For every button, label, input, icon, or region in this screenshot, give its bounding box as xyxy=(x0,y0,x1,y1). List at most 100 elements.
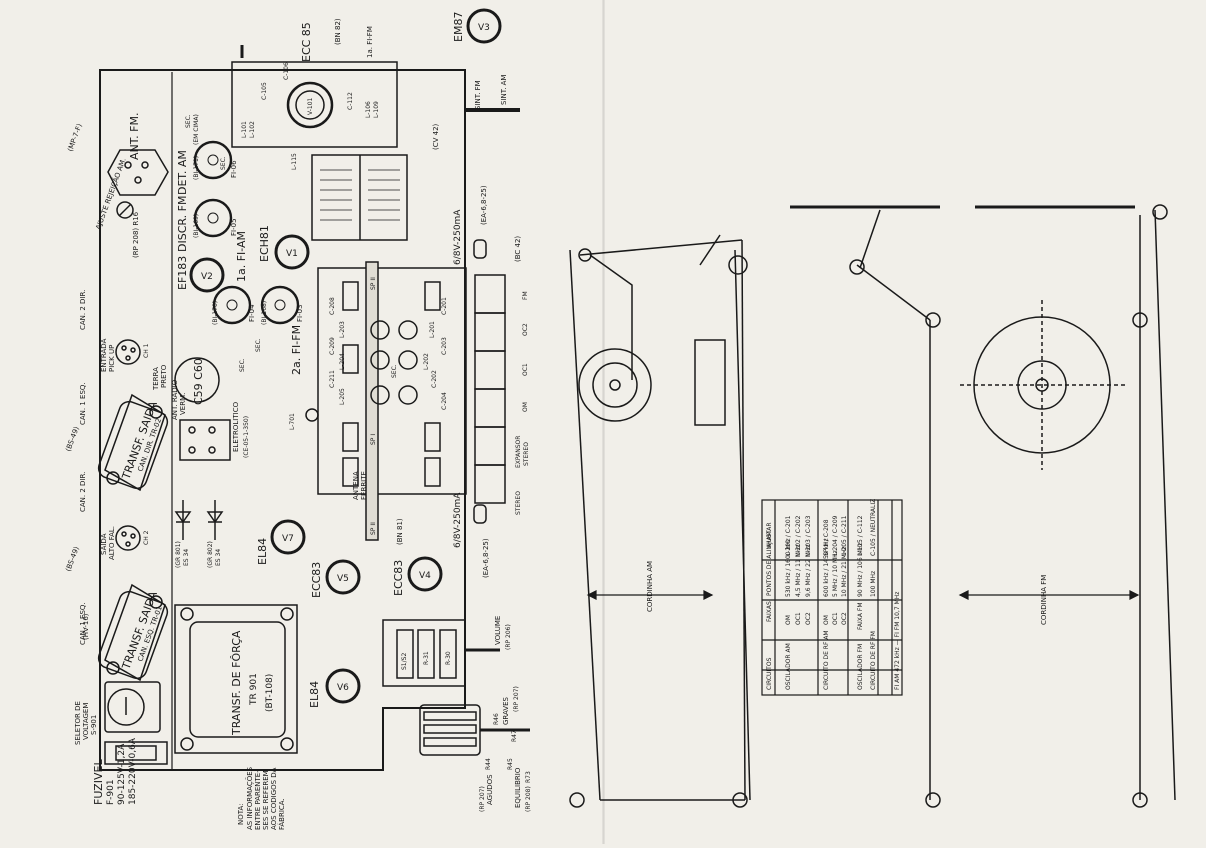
v5-label: V5 xyxy=(337,574,349,584)
table-row-6-circuit: OSCILADOR FM xyxy=(857,644,864,690)
note-line-3: ENTRE PARENTE- xyxy=(254,770,262,830)
output-transformer-right xyxy=(97,393,169,492)
stereo-label: STEREO xyxy=(515,491,522,515)
sec-label-1: SEC. xyxy=(185,114,192,128)
discr-fm-label: DISCR. FM xyxy=(176,196,189,252)
sec-label-3: SEC. xyxy=(239,358,246,372)
volume-label: VOLUME xyxy=(494,616,502,645)
saida-label-1: SAIDA xyxy=(100,533,108,555)
r73-label: R73 xyxy=(525,771,532,783)
table-row-2-adjust: L-203 / C-203 xyxy=(805,515,812,556)
voltage-selector[interactable] xyxy=(104,681,161,733)
fuse-code: F-901 xyxy=(106,779,116,805)
bs-code-left: (BS-49) xyxy=(64,545,81,572)
r16-label: (RP 208) R16 xyxy=(132,211,140,258)
table-row-6-band: FAIXA FM xyxy=(857,602,864,630)
coil-l701 xyxy=(305,408,319,422)
table-row-6-adjust: L-115 / C-112 xyxy=(857,515,864,556)
gr802-es-label: ES 34 xyxy=(215,549,222,566)
expansor-stereo-label: STEREO xyxy=(523,442,530,466)
electrolytic-label-2: (CE-05-1-350) xyxy=(243,416,250,458)
bs-code-right: (BS-49) xyxy=(64,425,81,452)
bc42-label: (BC 42) xyxy=(514,236,522,262)
sec-label-4: SEC. xyxy=(255,338,262,352)
table-row-6-points: 90 MHz / 106 MHz xyxy=(857,543,864,597)
hv-code: (HV-16) xyxy=(82,613,90,640)
gr801-label: (GR 801) xyxy=(175,541,182,568)
pickup-input-socket xyxy=(115,339,141,365)
table-row-3-band: OM xyxy=(823,615,830,625)
can2-dir-label: CAN. 2 DIR. xyxy=(79,472,87,512)
l203-label: L-203 xyxy=(339,321,346,338)
c204-label: C-204 xyxy=(441,392,448,410)
entrada-label-1: ENTRADA xyxy=(100,338,108,372)
r31-label: R-31 xyxy=(423,651,430,665)
pushbutton-keys[interactable] xyxy=(474,274,506,504)
fm-dial-cord-mechanism xyxy=(790,204,1176,808)
v101-label: V-101 xyxy=(307,97,314,115)
if-transformer-fi06 xyxy=(193,140,233,180)
dial-lamp-top xyxy=(473,239,487,259)
table-header-pontos: PONTOS DE ALINHAM. xyxy=(766,529,773,596)
ant-fm-socket xyxy=(107,149,169,196)
sec-label-2: SEC. xyxy=(220,156,227,170)
output-transformer-left xyxy=(97,583,169,682)
c209-label: C-209 xyxy=(329,337,336,355)
l102-label: L-102 xyxy=(249,121,256,138)
speaker-output-socket xyxy=(115,525,141,551)
entrada-label-2: PICK UP xyxy=(108,345,116,372)
r30-label: R-30 xyxy=(445,651,452,665)
note-line-1: NOTA: xyxy=(237,803,245,825)
bi169-label: (BI-169) xyxy=(193,214,200,238)
s1s2-label: S1/S2 xyxy=(401,653,408,670)
can1-esq-label: CAN. 1 ESQ. xyxy=(79,602,87,645)
if-transformer-fi04 xyxy=(212,285,252,325)
am-dial-cord-mechanism xyxy=(569,234,751,808)
tube-ecc83-a-label: ECC83 xyxy=(310,562,323,598)
c202-label: C-202 xyxy=(431,370,438,388)
ant-radio-label-2: VERM. xyxy=(179,393,187,415)
det-am-label: DET. AM xyxy=(176,150,189,195)
electrolytic-capacitor xyxy=(174,357,220,403)
sint-fm-label: SINT. FM xyxy=(474,80,482,110)
sp1-label: SP I xyxy=(370,434,377,445)
sint-am-label: SINT. AM xyxy=(500,75,508,105)
gr802-label: (GR 802) xyxy=(207,541,214,568)
table-row-7-adjust: C-105 / NEUTRALIZ xyxy=(870,499,877,556)
if-transformer-fi03 xyxy=(260,285,300,325)
tone-control-stack[interactable] xyxy=(419,704,530,756)
table-row-4-adjust: L-204 / C-209 xyxy=(832,515,839,556)
tube-ecc83-b-label: ECC83 xyxy=(392,560,405,596)
tube-el84-b-label: EL84 xyxy=(308,681,321,708)
voltage-selector-label-1: SELETOR DE xyxy=(74,701,82,745)
bn81-label: (BN 81) xyxy=(396,518,404,545)
table-row-0-circuit: OSCILADOR AM xyxy=(785,643,792,690)
table-row-5-band: OC2 xyxy=(841,612,848,625)
tube-v2 xyxy=(189,257,225,293)
l205-label: L-205 xyxy=(339,388,346,405)
saida-label-2: ALTO FAL. xyxy=(108,526,116,560)
tube-v101 xyxy=(286,81,334,129)
table-row-4-points: 5 MHz / 10 MHz xyxy=(832,550,839,597)
tube-v4 xyxy=(407,556,443,592)
v2-label: V2 xyxy=(201,272,213,282)
band-fm-label: FM xyxy=(522,291,529,300)
r45-label: R45 xyxy=(507,758,514,770)
fi03-label: FI-03 xyxy=(296,304,304,322)
power-transformer-title: TRANSF. DE FÔRÇA xyxy=(230,630,243,736)
table-row-0-adjust: L-201 / C-201 xyxy=(785,515,792,556)
ch2-label: CH 2 xyxy=(143,530,150,545)
ferrite-antenna-rod xyxy=(365,261,379,541)
can1-esq-label-2: CAN. 1 ESQ. xyxy=(79,382,87,425)
table-header-circuitos: CIRCUITOS xyxy=(766,657,773,690)
l201-label: L-201 xyxy=(429,321,436,338)
ant-radio-label-1: ANT. RADIO xyxy=(171,379,179,420)
bi171-label: (BI-171) xyxy=(193,156,200,180)
table-header-faixas: FAIXAS xyxy=(766,601,773,622)
tube-ech81-label: ECH81 xyxy=(258,225,271,262)
l701-label: L-701 xyxy=(289,413,296,430)
l106-label: L-106 xyxy=(365,101,372,118)
fuse-label: FUZIVEL xyxy=(92,759,105,805)
